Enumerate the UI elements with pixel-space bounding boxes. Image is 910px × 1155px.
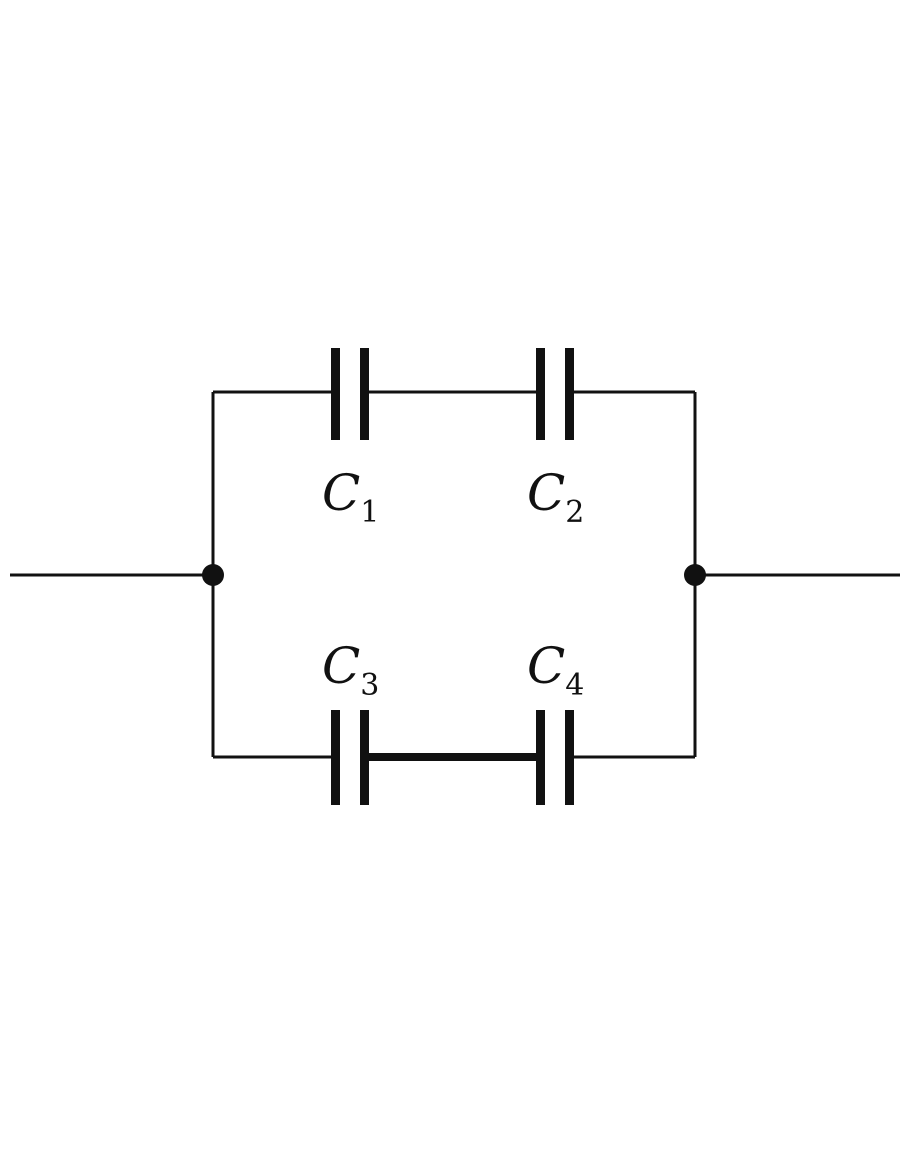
capacitor-c4 xyxy=(536,710,574,805)
capacitor-c3 xyxy=(331,710,369,805)
label-c1: C1 xyxy=(322,464,379,530)
right-junction-node xyxy=(684,564,706,586)
left-junction-node xyxy=(202,564,224,586)
label-c4: C4 xyxy=(527,637,584,703)
label-c2: C2 xyxy=(527,464,584,530)
label-c3: C3 xyxy=(322,637,379,703)
capacitor-c2 xyxy=(536,348,574,440)
capacitor-c1 xyxy=(331,348,369,440)
